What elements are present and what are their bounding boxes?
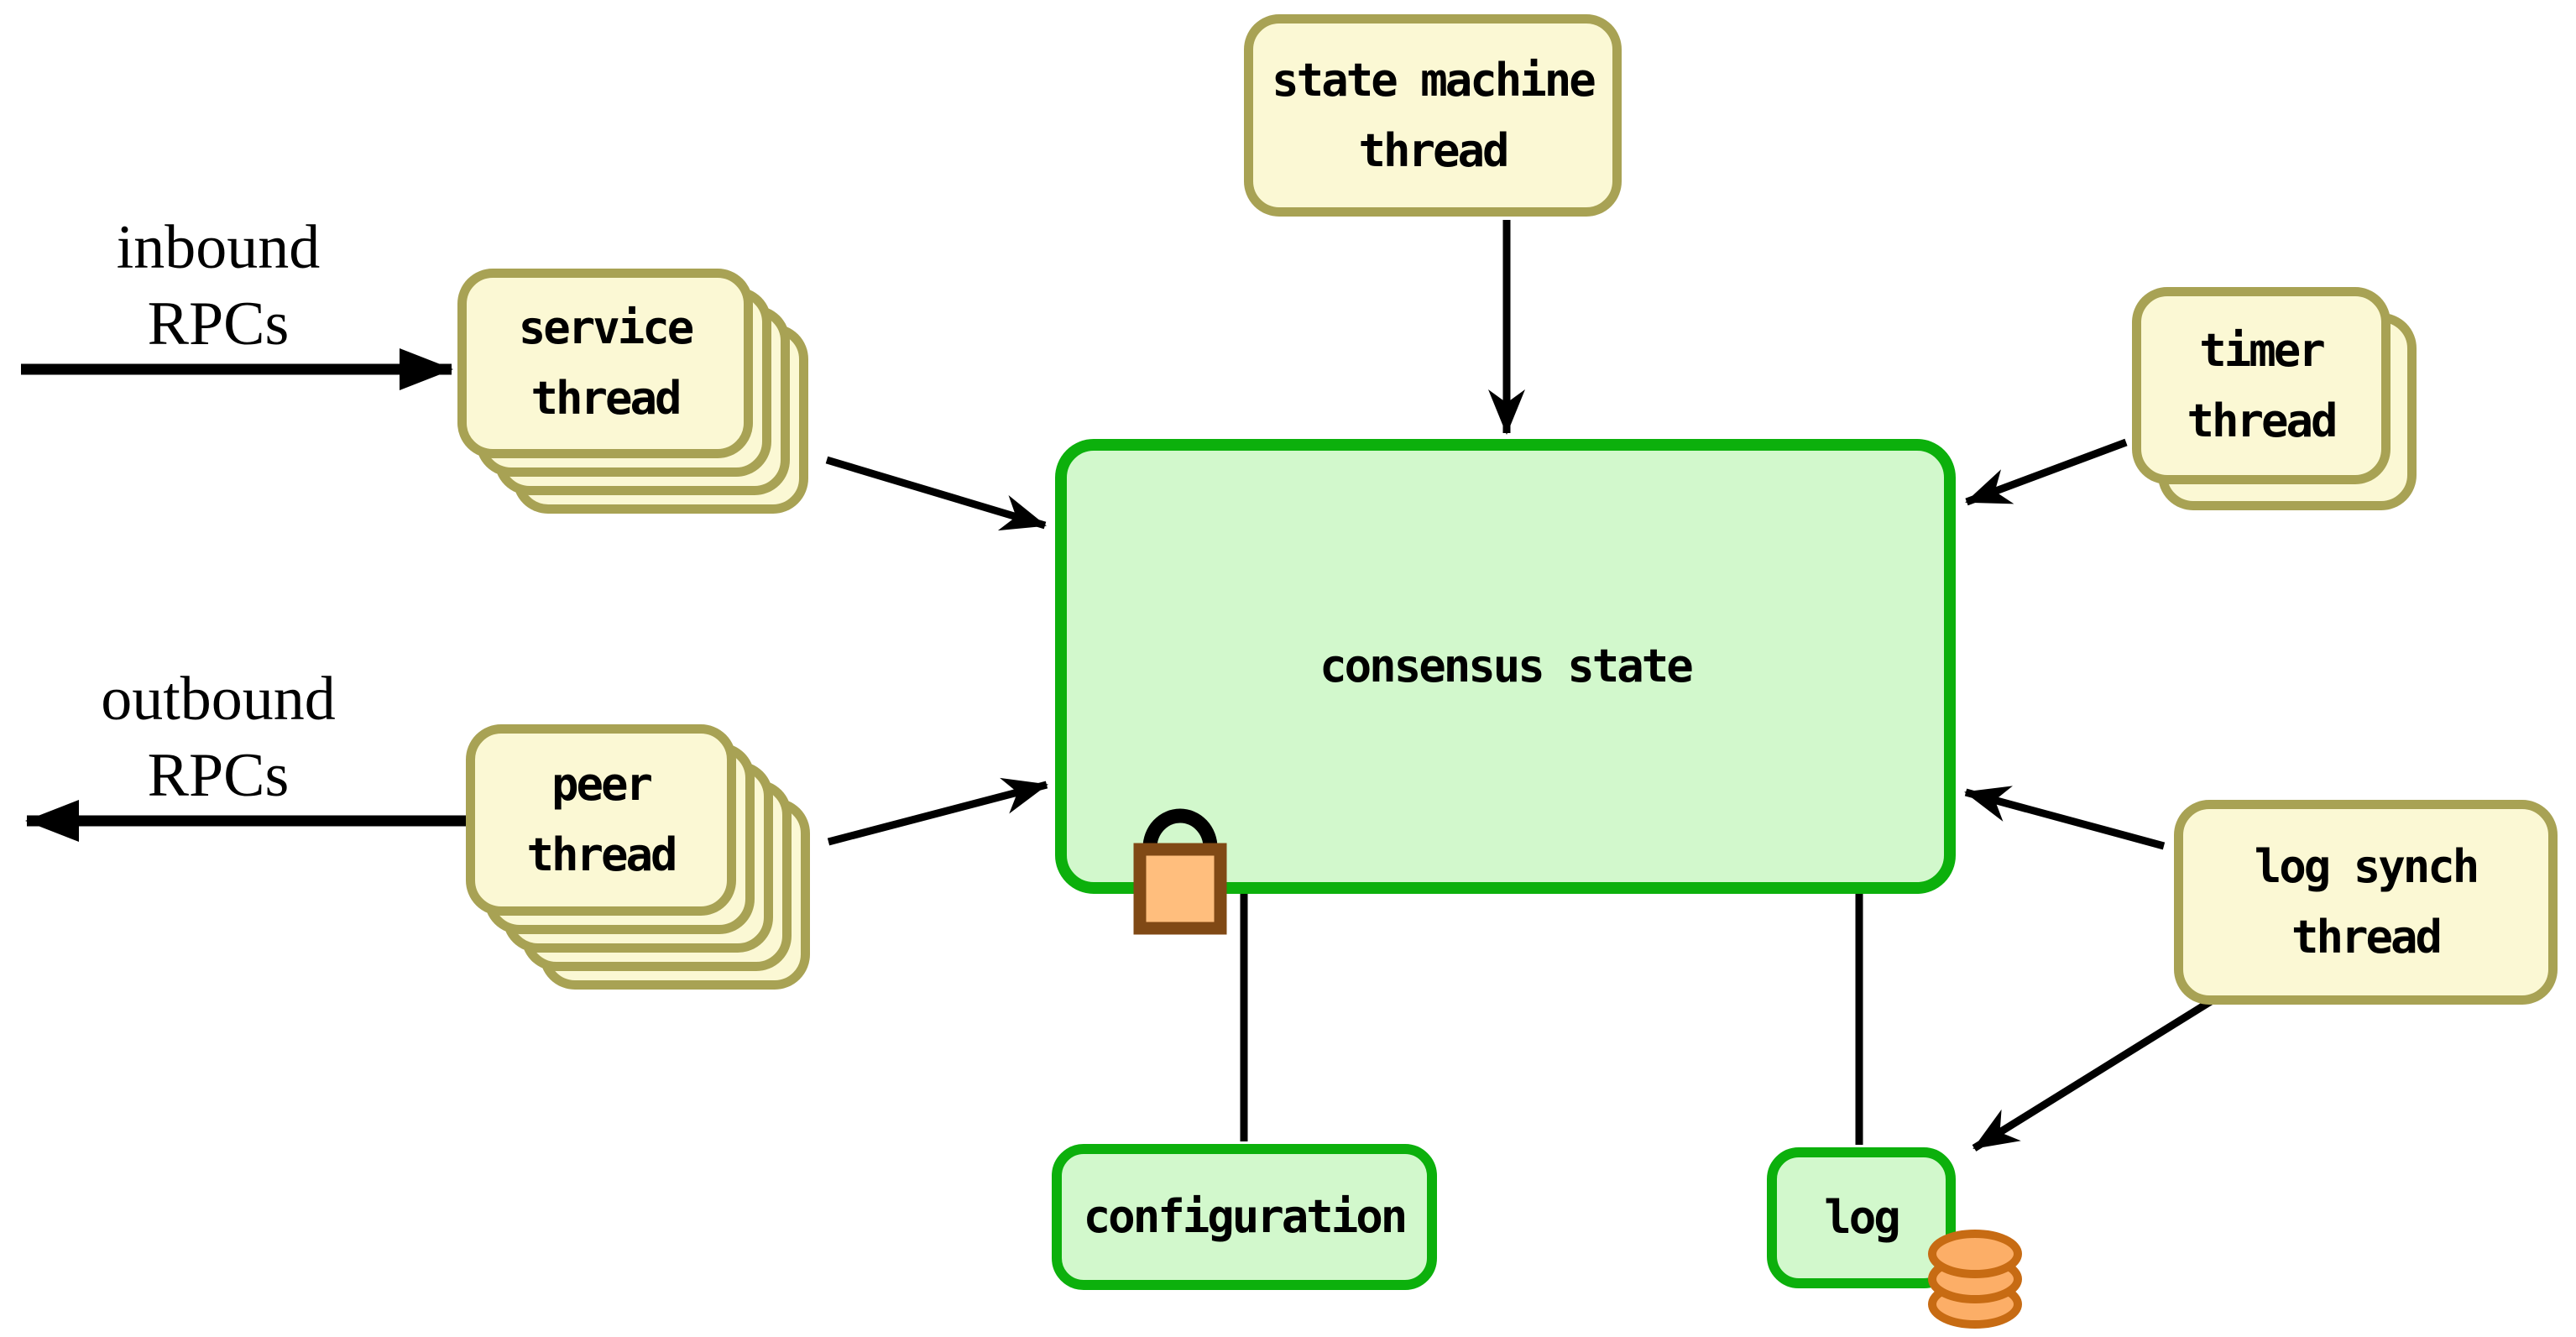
outbound-rpcs-line1: outbound: [101, 665, 336, 734]
arrow-log-synch-to-log: [1972, 987, 2231, 1152]
arrow-log-synch-to-consensus: [1964, 786, 2166, 850]
service-thread-label-line2: thread: [530, 372, 682, 425]
arrow-peer-thread-to-consensus: [827, 777, 1048, 846]
state-machine-thread-label-line2: thread: [1358, 123, 1509, 177]
outbound-rpcs-label: outbound RPCs: [50, 661, 386, 814]
arrow-service-thread-to-consensus: [825, 456, 1047, 531]
log-label: log: [1824, 1191, 1901, 1244]
consensus-state-node: consensus state: [1055, 439, 1956, 894]
peer-thread-front-card: peer thread: [466, 724, 736, 916]
log-node: log: [1767, 1147, 1956, 1288]
configuration-node: configuration: [1052, 1144, 1437, 1290]
peer-thread-label-line1: peer: [551, 758, 653, 811]
service-thread-label-line1: service: [518, 301, 695, 354]
state-machine-thread-node: state machine thread: [1244, 14, 1622, 217]
outbound-rpcs-line2: RPCs: [147, 741, 290, 810]
peer-thread-label-line2: thread: [526, 828, 677, 881]
inbound-rpcs-label: inbound RPCs: [50, 210, 386, 363]
timer-thread-label-line1: timer: [2199, 323, 2326, 377]
configuration-label: configuration: [1083, 1190, 1408, 1243]
consensus-state-label: consensus state: [1319, 640, 1694, 692]
database-disk-icon: [1928, 1230, 2022, 1329]
inbound-rpcs-line1: inbound: [116, 213, 321, 282]
log-synch-thread-label-line1: log synch: [2254, 840, 2480, 893]
state-machine-thread-label-line1: state machine: [1272, 53, 1596, 107]
service-thread-front-card: service thread: [457, 269, 753, 458]
log-synch-thread-label-line2: thread: [2291, 911, 2443, 964]
timer-thread-front-card: timer thread: [2132, 287, 2391, 484]
inbound-rpcs-line2: RPCs: [147, 290, 290, 358]
log-synch-thread-node: log synch thread: [2174, 800, 2558, 1005]
lock-icon: [1133, 808, 1227, 935]
arrow-timer-thread-to-consensus: [1965, 438, 2128, 506]
timer-thread-label-line2: thread: [2187, 394, 2338, 447]
